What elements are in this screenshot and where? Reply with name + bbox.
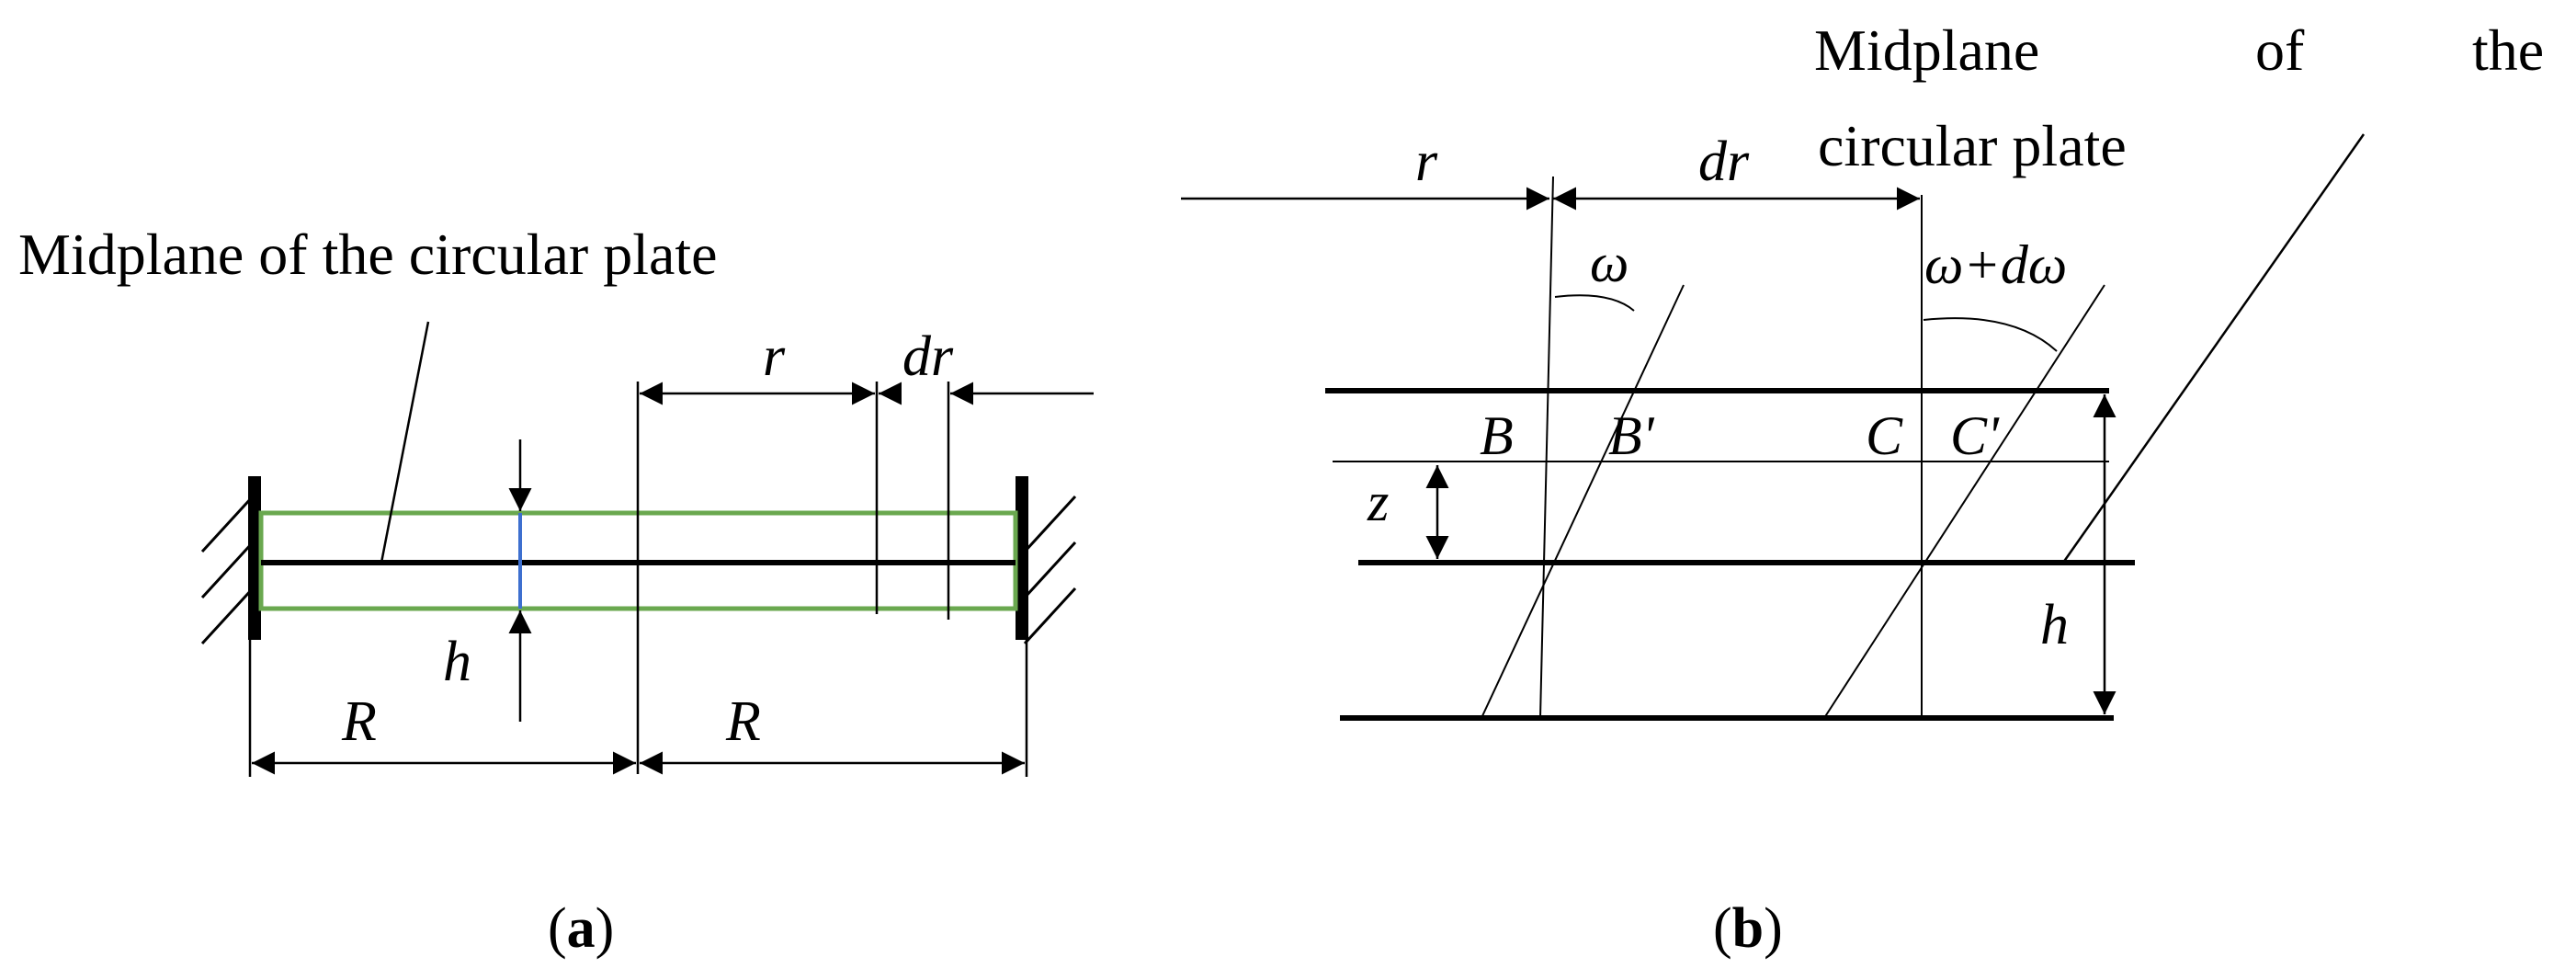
z-label: z [1367, 472, 1389, 532]
point-B-label: B [1480, 405, 1514, 466]
point-C-prime-label: C' [1950, 405, 2000, 466]
omega-arc [1554, 294, 1635, 312]
caption-b-open: ( [1713, 897, 1732, 960]
point-B-prime-label: B' [1608, 405, 1655, 466]
caption-a: (a) [548, 897, 614, 960]
h-label-b: h [2040, 594, 2069, 656]
R-label-right: R [725, 690, 761, 753]
midplane-label-b-line2: circular plate [1818, 113, 2127, 178]
dr-label-a: dr [902, 325, 954, 388]
panel-b: Midplane of the circular plate r dr ω ω+… [1181, 17, 2544, 960]
midplane-label-b-w1: Midplane [1814, 17, 2039, 83]
midplane-label-a: Midplane of the circular plate [18, 222, 718, 287]
midplane-leader-b [2061, 133, 2366, 564]
right-support-hatching [1023, 495, 1077, 645]
r-label-b: r [1415, 131, 1438, 193]
R-label-left: R [341, 690, 377, 753]
caption-a-close: ) [596, 897, 615, 960]
midplane-label-b-w2: of [2255, 17, 2305, 83]
left-support-hatching [200, 495, 255, 645]
r-label-a: r [763, 325, 786, 388]
caption-b-letter: b [1732, 897, 1764, 960]
midplane-label-b-w3: the [2472, 17, 2544, 83]
omega-dw-label: ω+dω [1924, 234, 2067, 295]
right-clamp [1016, 476, 1028, 640]
section-B-normal [1539, 176, 1554, 719]
h-label-a: h [443, 631, 471, 693]
section-B-rotated [1481, 284, 1685, 719]
dr-label-b: dr [1698, 131, 1750, 193]
panel-a: Midplane of the circular plate r dr h R … [18, 222, 1094, 960]
point-C-label: C [1866, 405, 1903, 466]
caption-b: (b) [1713, 897, 1783, 960]
omega-dw-arc [1923, 317, 2058, 352]
omega-label: ω [1590, 233, 1628, 293]
section-C-rotated [1823, 284, 2105, 719]
caption-b-close: ) [1764, 897, 1783, 960]
caption-a-letter: a [567, 897, 596, 960]
left-clamp [248, 476, 261, 640]
caption-a-open: ( [548, 897, 567, 960]
midplane-leader-a [380, 321, 430, 564]
